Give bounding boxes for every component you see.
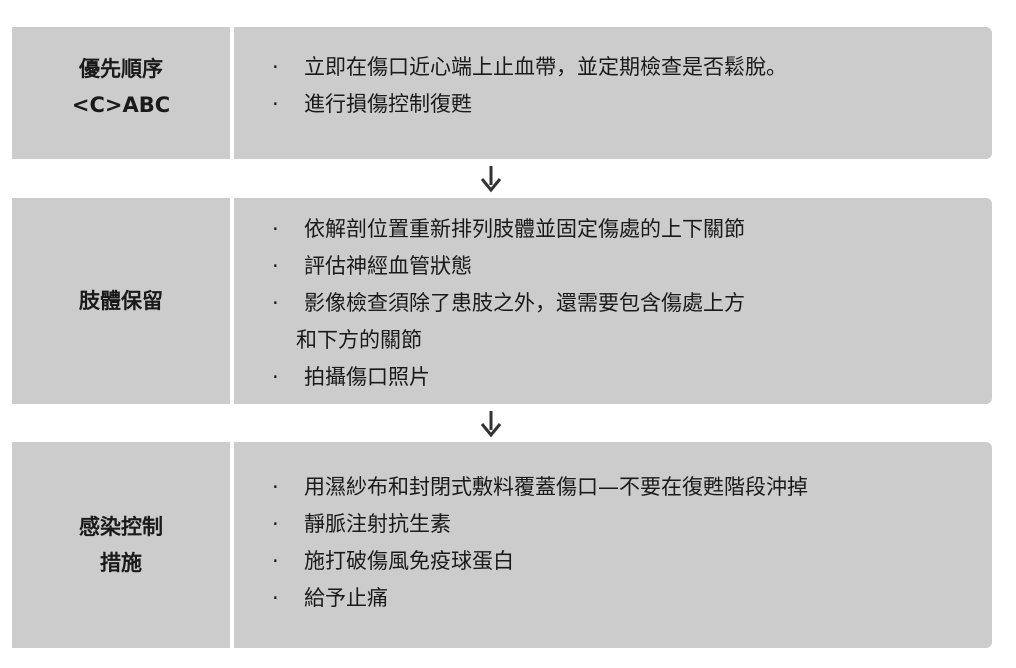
bullet-text: 和下方的關節 — [296, 327, 422, 352]
bullet-dot: · — [272, 364, 279, 389]
bullet-dot: · — [272, 586, 279, 610]
divider — [230, 442, 234, 648]
step-bullets: · 立即在傷口近心端上止血帶，並定期檢查是否鬆脫。 · 進行損傷控制復甦 — [272, 27, 982, 145]
step-label-line: 優先順序 — [79, 57, 163, 81]
bullet-item: · 靜脈注射抗生素 — [272, 506, 982, 543]
down-arrow-icon — [480, 166, 502, 193]
bullet-continuation: 和下方的關節 — [272, 322, 982, 359]
bullet-dot: · — [272, 55, 279, 79]
step-box-limb-salvage: 肢體保留 · 依解剖位置重新排列肢體並固定傷處的上下關節 · 評估神經血管狀態 … — [12, 198, 992, 404]
step-label-line: <C>ABC — [71, 93, 171, 117]
bullet-text: 評估神經血管狀態 — [304, 253, 472, 278]
bullet-item: · 拍攝傷口照片 — [272, 359, 982, 396]
bullet-dot: · — [272, 512, 279, 536]
step-bullets: · 用濕紗布和封閉式敷料覆蓋傷口—不要在復甦階段沖掉 · 靜脈注射抗生素 · 施… — [272, 462, 982, 624]
bullet-item: · 立即在傷口近心端上止血帶，並定期檢查是否鬆脫。 — [272, 49, 982, 86]
bullet-dot: · — [272, 475, 279, 499]
bullet-text: 影像檢查須除了患肢之外，還需要包含傷處上方 — [304, 290, 745, 315]
step-label: 感染控制 措施 — [12, 442, 230, 648]
bullet-item: · 評估神經血管狀態 — [272, 248, 982, 285]
bullet-text: 拍攝傷口照片 — [304, 364, 430, 389]
divider — [230, 198, 234, 404]
down-arrow-icon — [480, 411, 502, 438]
step-bullets: · 依解剖位置重新排列肢體並固定傷處的上下關節 · 評估神經血管狀態 · 影像檢… — [272, 202, 982, 404]
bullet-item: · 依解剖位置重新排列肢體並固定傷處的上下關節 — [272, 211, 982, 248]
bullet-item: · 用濕紗布和封閉式敷料覆蓋傷口—不要在復甦階段沖掉 — [272, 469, 982, 506]
step-label-line: 感染控制 — [79, 515, 163, 539]
step-box-infection-control: 感染控制 措施 · 用濕紗布和封閉式敷料覆蓋傷口—不要在復甦階段沖掉 · 靜脈注… — [12, 442, 992, 648]
bullet-text: 立即在傷口近心端上止血帶，並定期檢查是否鬆脫。 — [304, 55, 787, 79]
bullet-dot: · — [272, 92, 279, 116]
step-label-line: 措施 — [100, 551, 142, 575]
step-label-line: 肢體保留 — [79, 289, 163, 313]
bullet-item: · 施打破傷風免疫球蛋白 — [272, 543, 982, 580]
bullet-dot: · — [272, 216, 279, 241]
bullet-dot: · — [272, 290, 279, 315]
step-label: 肢體保留 — [12, 198, 230, 404]
bullet-text: 用濕紗布和封閉式敷料覆蓋傷口—不要在復甦階段沖掉 — [304, 475, 808, 499]
bullet-item: · 影像檢查須除了患肢之外，還需要包含傷處上方 — [272, 285, 982, 322]
bullet-dot: · — [272, 549, 279, 573]
bullet-text: 給予止痛 — [304, 586, 388, 610]
bullet-item: · 進行損傷控制復甦 — [272, 86, 982, 123]
bullet-item: · 給予止痛 — [272, 580, 982, 617]
step-label: 優先順序 <C>ABC — [12, 27, 230, 147]
step-box-priority: 優先順序 <C>ABC · 立即在傷口近心端上止血帶，並定期檢查是否鬆脫。 · … — [12, 27, 992, 159]
bullet-text: 依解剖位置重新排列肢體並固定傷處的上下關節 — [304, 216, 745, 241]
bullet-text: 靜脈注射抗生素 — [304, 512, 451, 536]
bullet-text: 施打破傷風免疫球蛋白 — [304, 549, 514, 573]
divider — [230, 27, 234, 159]
bullet-dot: · — [272, 253, 279, 278]
bullet-text: 進行損傷控制復甦 — [304, 92, 472, 116]
